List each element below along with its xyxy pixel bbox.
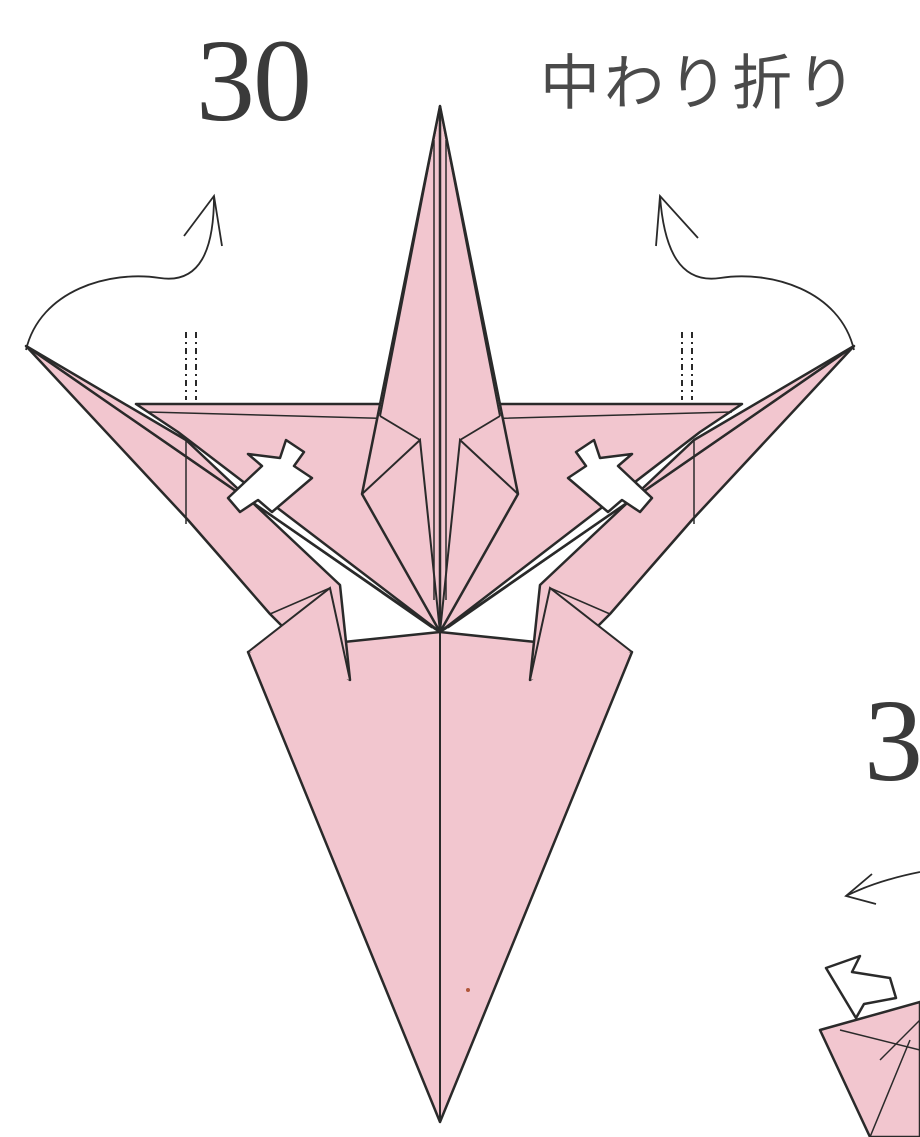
left-curved-arrow-icon — [26, 196, 222, 350]
paper-speck — [466, 988, 470, 992]
right-curved-arrow-icon — [656, 196, 854, 350]
left-fold-line — [186, 332, 196, 400]
next-step-diagram — [820, 872, 920, 1137]
lower-point — [248, 632, 632, 1122]
right-fold-line — [682, 332, 692, 400]
